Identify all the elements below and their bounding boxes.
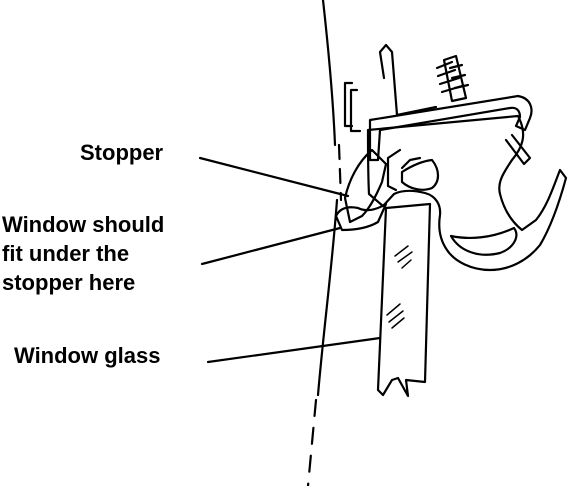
stopper-label: Stopper bbox=[80, 140, 164, 165]
weatherstrip-seal bbox=[366, 114, 568, 272]
window-glass-leader-line bbox=[206, 336, 382, 364]
door-frame-curve bbox=[306, 0, 343, 486]
window-glass-label: Window glass bbox=[14, 343, 160, 368]
screw bbox=[435, 54, 470, 103]
stopper-leader-line bbox=[198, 156, 350, 198]
fit-under-leader-line bbox=[200, 226, 342, 266]
window-glass-pane bbox=[376, 202, 432, 398]
fit-under-label-line1: Window should bbox=[2, 212, 164, 237]
stopper-shape bbox=[334, 148, 388, 232]
fit-under-label-line3: stopper here bbox=[2, 270, 135, 295]
leader-lines bbox=[198, 156, 382, 364]
fit-under-label-line2: fit under the bbox=[2, 241, 129, 266]
retainer-clip bbox=[343, 43, 438, 133]
metal-channel bbox=[368, 94, 533, 192]
